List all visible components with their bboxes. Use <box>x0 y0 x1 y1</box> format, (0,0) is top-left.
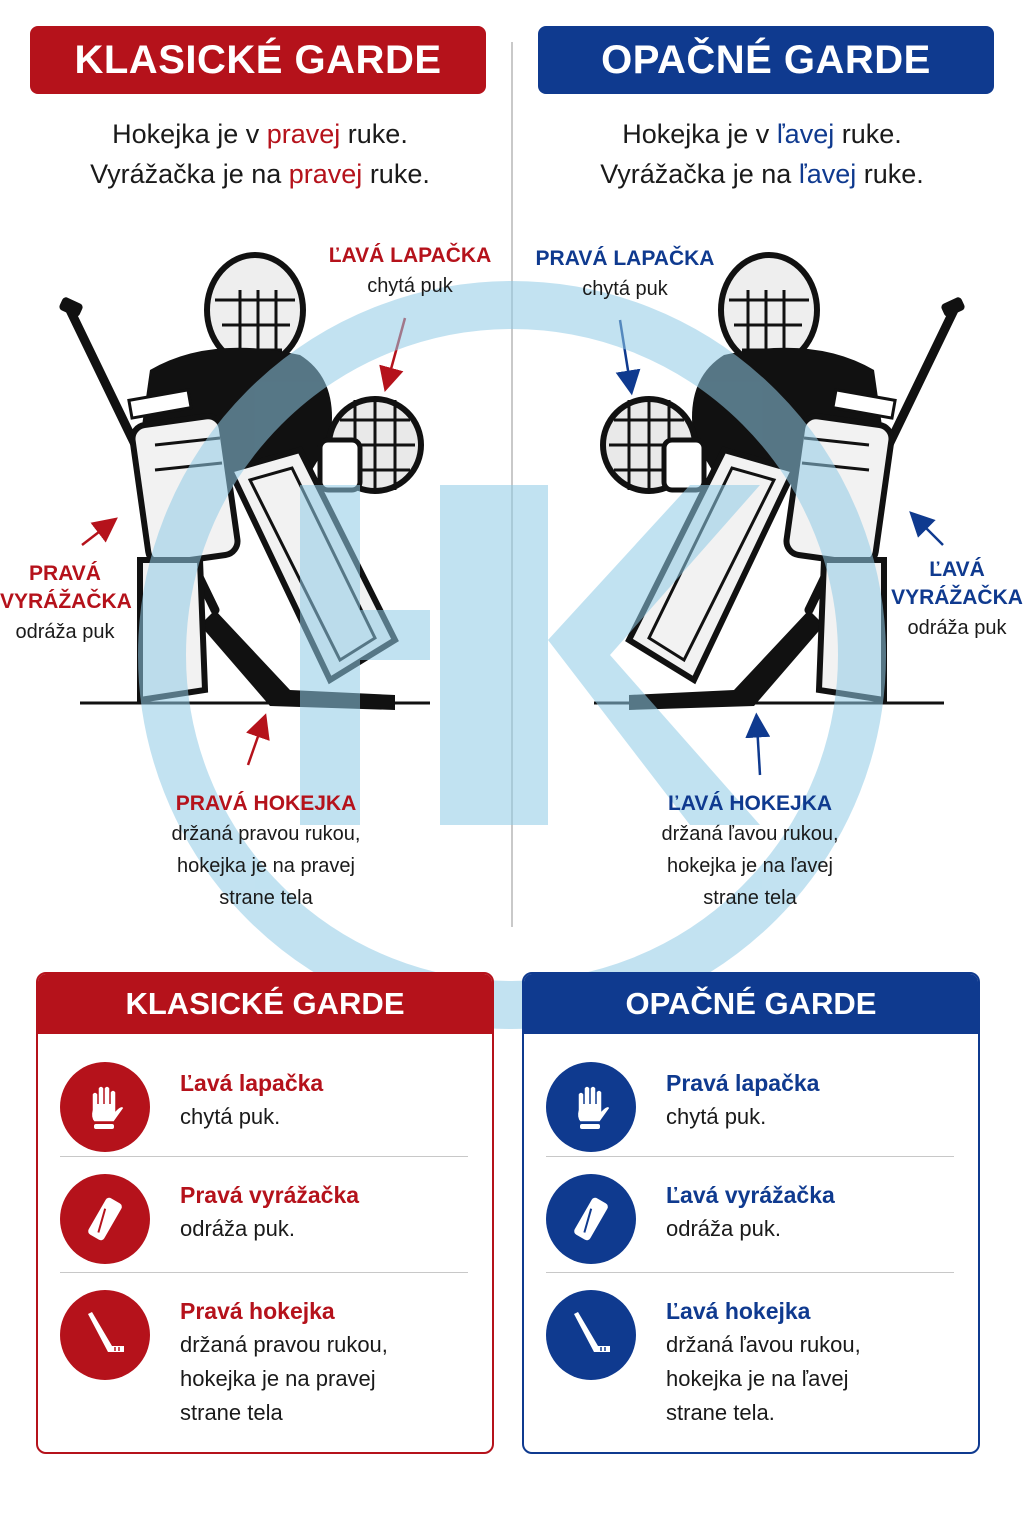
blocker-icon <box>546 1174 636 1264</box>
classic-intro-line-2: Vyrážačka je na pravej ruke. <box>90 159 430 189</box>
reverse-item-text: chytá puk. <box>666 1104 767 1129</box>
classic-stick-line: hokejka je na pravej <box>177 855 355 877</box>
classic-item-text: chytá puk. <box>180 1104 281 1129</box>
glove-icon <box>60 1062 150 1152</box>
classic-blocker-sub: odráža puk <box>15 621 115 643</box>
classic-stick-title: PRAVÁ HOKEJKA <box>175 792 357 815</box>
classic-card-header: KLASICKÉ GARDE <box>38 974 492 1034</box>
classic-stick-line: strane tela <box>219 887 313 909</box>
reverse-stick-line: strane tela <box>703 887 797 909</box>
reverse-stance-title: OPAČNÉ GARDE <box>601 37 931 82</box>
reverse-card-title: OPAČNÉ GARDE <box>625 986 877 1021</box>
reverse-glove-title: PRAVÁ LAPAČKA <box>535 247 715 270</box>
reverse-stick-title: ĽAVÁ HOKEJKA <box>667 792 833 815</box>
classic-blocker-label: PRAVÁ VYRÁŽAČKA odráža puk <box>0 560 132 648</box>
classic-item-text: držaná pravou rukou, <box>180 1332 388 1357</box>
reverse-blocker-label: ĽAVÁ VYRÁŽAČKA odráža puk <box>890 556 1024 644</box>
classic-glove-arrow <box>379 317 407 393</box>
classic-item-title: Ľavá lapačka <box>180 1070 324 1096</box>
reverse-intro-line-2: Vyrážačka je na ľavej ruke. <box>600 159 924 189</box>
classic-stick-label: PRAVÁ HOKEJKA držaná pravou rukou, hokej… <box>155 790 377 914</box>
reverse-stick-label: ĽAVÁ HOKEJKA držaná ľavou rukou, hokejka… <box>640 790 860 914</box>
reverse-glove-label: PRAVÁ LAPAČKA chytá puk <box>530 245 720 305</box>
classic-glove-sub: chytá puk <box>367 275 453 297</box>
reverse-glove-arrow <box>615 319 641 396</box>
classic-stance-title: KLASICKÉ GARDE <box>74 37 442 82</box>
reverse-blocker-title-1: ĽAVÁ <box>929 558 985 581</box>
reverse-item-text: odráža puk. <box>666 1216 781 1241</box>
classic-item-title: Pravá hokejka <box>180 1298 335 1324</box>
classic-item-text: hokejka je na pravej <box>180 1366 376 1391</box>
reverse-intro-line-1: Hokejka je v ľavej ruke. <box>622 119 902 149</box>
row-divider <box>60 1156 468 1157</box>
reverse-stick-line: držaná ľavou rukou, <box>661 823 839 845</box>
reverse-item-text: držaná ľavou rukou, <box>666 1332 861 1357</box>
goalie-illustrations <box>59 252 965 776</box>
classic-stick-line: držaná pravou rukou, <box>171 823 361 845</box>
reverse-glove-sub: chytá puk <box>582 278 668 300</box>
reverse-item-title: Pravá lapačka <box>666 1070 820 1096</box>
glove-icon <box>546 1062 636 1152</box>
row-divider <box>60 1272 468 1273</box>
reverse-intro: Hokejka je v ľavej ruke. Vyrážačka je na… <box>522 114 1002 194</box>
classic-glove-title: ĽAVÁ LAPAČKA <box>328 244 492 267</box>
classic-item-title: Pravá vyrážačka <box>180 1182 360 1208</box>
reverse-blocker-title-2: VYRÁŽAČKA <box>891 586 1023 609</box>
stick-icon <box>60 1290 150 1380</box>
reverse-card-header: OPAČNÉ GARDE <box>524 974 978 1034</box>
stick-icon <box>546 1290 636 1380</box>
reverse-item-text: hokejka je na ľavej <box>666 1366 849 1391</box>
reverse-summary-card: OPAČNÉ GARDE Pravá lapačka chytá puk. Ľa… <box>522 972 980 1454</box>
classic-stick-arrow <box>246 713 270 766</box>
reverse-stick-arrow <box>745 712 771 776</box>
classic-glove-label: ĽAVÁ LAPAČKA chytá puk <box>320 242 500 302</box>
row-divider <box>546 1156 954 1157</box>
classic-item-text: strane tela <box>180 1400 283 1425</box>
reverse-item-title: Ľavá vyrážačka <box>666 1182 835 1208</box>
classic-blocker-arrow <box>81 517 118 546</box>
classic-intro-line-1: Hokejka je v pravej ruke. <box>112 119 408 149</box>
classic-intro: Hokejka je v pravej ruke. Vyrážačka je n… <box>20 114 500 194</box>
reverse-blocker-sub: odráža puk <box>907 617 1007 639</box>
classic-blocker-title-1: PRAVÁ <box>29 562 101 585</box>
classic-summary-card: KLASICKÉ GARDE Ľavá lapačka chytá puk. P… <box>36 972 494 1454</box>
row-divider <box>546 1272 954 1273</box>
reverse-item-text: strane tela. <box>666 1400 775 1425</box>
reverse-stance-banner: OPAČNÉ GARDE <box>538 26 994 94</box>
reverse-blocker-arrow <box>909 511 944 546</box>
blocker-icon <box>60 1174 150 1264</box>
classic-stance-banner: KLASICKÉ GARDE <box>30 26 486 94</box>
reverse-item-title: Ľavá hokejka <box>666 1298 811 1324</box>
classic-card-title: KLASICKÉ GARDE <box>125 986 405 1021</box>
classic-item-text: odráža puk. <box>180 1216 295 1241</box>
reverse-stick-line: hokejka je na ľavej <box>667 855 833 877</box>
classic-blocker-title-2: VYRÁŽAČKA <box>0 590 132 613</box>
